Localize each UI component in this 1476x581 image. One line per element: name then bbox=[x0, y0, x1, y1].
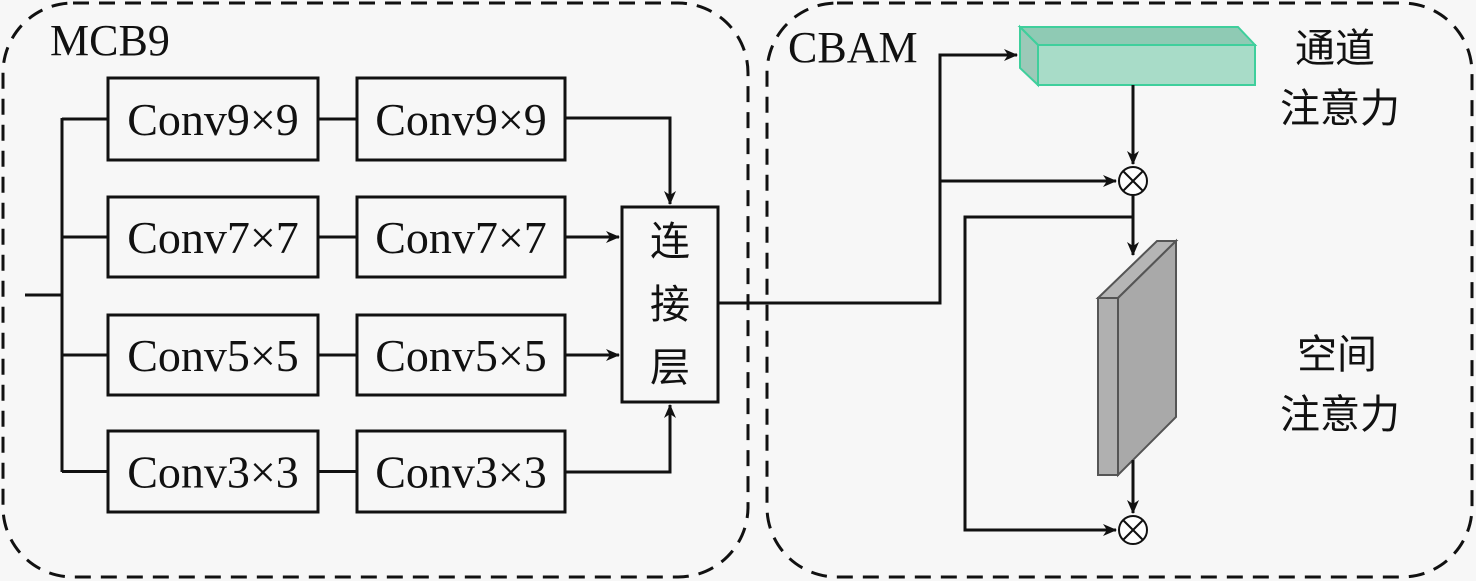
conv-box bbox=[106, 313, 320, 397]
spatial-attention-block bbox=[1095, 238, 1179, 478]
concat-char: 连 bbox=[650, 219, 690, 265]
mcb-title: MCB9 bbox=[50, 16, 170, 65]
conv-label: Conv9×9 bbox=[127, 94, 299, 145]
concat-char: 接 bbox=[650, 282, 690, 328]
multiply-icon bbox=[1118, 515, 1148, 545]
conv-box bbox=[106, 429, 320, 514]
skip-connection-to-multiply-2 bbox=[963, 215, 1133, 536]
spatial-attention-label-line1: 空间 bbox=[1297, 332, 1377, 378]
conv-label: Conv3×3 bbox=[127, 447, 299, 498]
conv-box bbox=[106, 195, 320, 279]
arrow-row1-to-concat bbox=[565, 116, 676, 205]
conv-label: Conv3×3 bbox=[375, 447, 547, 498]
mcb-group-border bbox=[1, 1, 750, 579]
conv-label: Conv5×5 bbox=[127, 330, 299, 381]
arrow-to-channel-attention bbox=[718, 49, 1018, 305]
conv-label: Conv5×5 bbox=[375, 330, 547, 381]
cbam-title: CBAM bbox=[788, 23, 918, 72]
channel-attention-label-line1: 通道 bbox=[1295, 26, 1375, 72]
spatial-attention-label-line2: 注意力 bbox=[1280, 392, 1400, 438]
conv-box bbox=[106, 76, 320, 162]
multiply-icon bbox=[1118, 166, 1148, 196]
cbam-group-border bbox=[765, 1, 1474, 579]
conv-label: Conv7×7 bbox=[127, 212, 299, 263]
arrow-row4-to-concat bbox=[565, 404, 676, 474]
channel-attention-label-line2: 注意力 bbox=[1280, 86, 1400, 132]
channel-attention-block bbox=[1017, 24, 1258, 88]
conv-label: Conv9×9 bbox=[375, 94, 547, 145]
concat-char: 层 bbox=[650, 345, 690, 391]
conv-label: Conv7×7 bbox=[375, 212, 547, 263]
